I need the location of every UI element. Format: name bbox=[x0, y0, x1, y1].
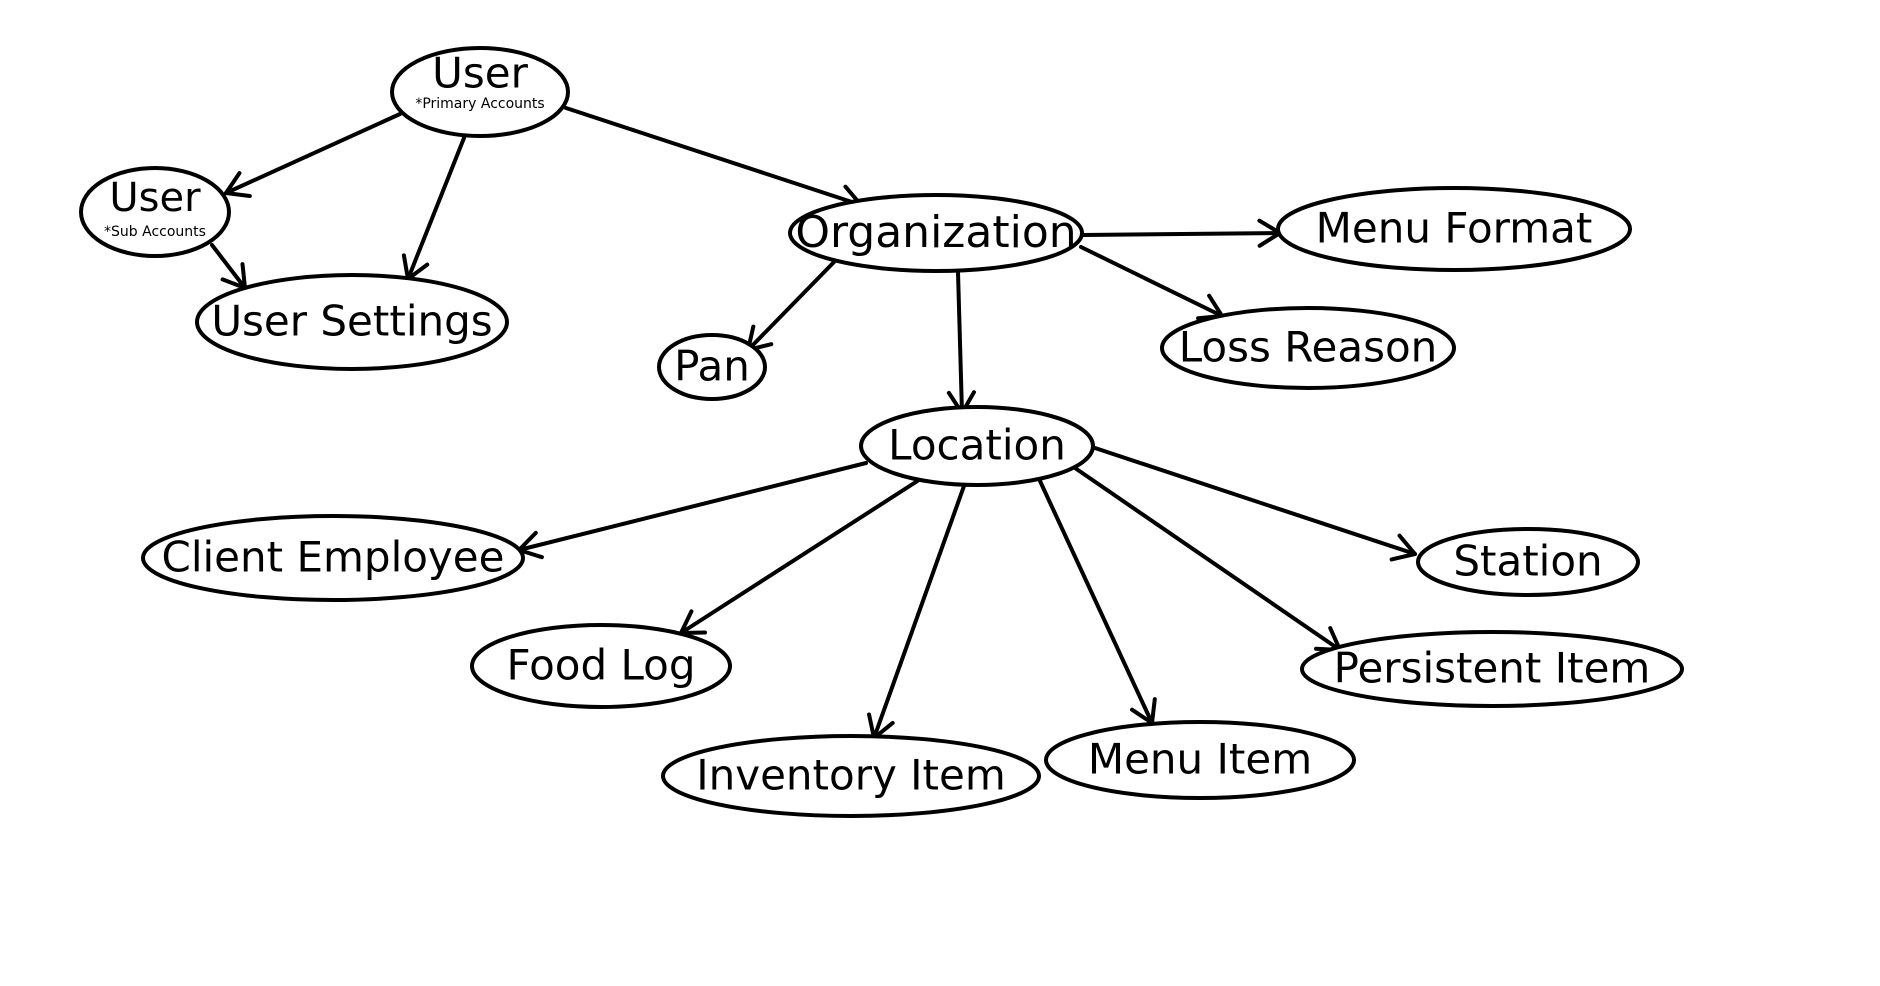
edge-line bbox=[564, 106, 863, 207]
node-ellipse bbox=[788, 193, 1084, 273]
edge-line bbox=[872, 484, 966, 740]
node-label: Organization bbox=[795, 207, 1076, 258]
edge-line bbox=[517, 461, 868, 552]
edge-line bbox=[746, 258, 838, 352]
node-ellipse bbox=[1300, 630, 1684, 708]
node-location: Location bbox=[859, 405, 1095, 487]
edge-line bbox=[956, 270, 964, 415]
edge-organization-to-menu-format bbox=[1081, 218, 1282, 248]
node-food-log: Food Log bbox=[470, 623, 732, 709]
node-ellipse bbox=[1276, 186, 1632, 272]
node-label: Inventory Item bbox=[696, 751, 1006, 800]
node-loss-reason: Loss Reason bbox=[1160, 306, 1456, 390]
node-label: Loss Reason bbox=[1179, 323, 1438, 372]
arrow-head bbox=[224, 171, 252, 198]
edge-location-to-menu-item bbox=[1038, 479, 1157, 725]
node-organization: Organization bbox=[788, 193, 1084, 273]
node-ellipse bbox=[859, 405, 1095, 487]
node-ellipse bbox=[390, 46, 570, 138]
edge-line bbox=[210, 243, 247, 290]
node-pan: Pan bbox=[657, 333, 767, 401]
node-persistent-item: Persistent Item bbox=[1300, 630, 1684, 708]
node-label: Client Employee bbox=[162, 533, 505, 582]
node-label: User bbox=[109, 175, 201, 221]
node-ellipse bbox=[1044, 720, 1356, 800]
node-inventory-item: Inventory Item bbox=[661, 734, 1041, 818]
node-label: Menu Item bbox=[1088, 735, 1312, 784]
node-client-employee: Client Employee bbox=[141, 514, 525, 602]
edge-organization-to-pan bbox=[746, 258, 838, 352]
edge-organization-to-location bbox=[946, 270, 976, 415]
node-ellipse bbox=[1160, 306, 1456, 390]
node-label: Station bbox=[1453, 537, 1602, 586]
edge-location-to-food-log bbox=[679, 478, 921, 635]
edge-user-primary-to-user-settings bbox=[401, 136, 466, 281]
node-user-primary: User*Primary Accounts bbox=[390, 46, 570, 138]
node-label: Persistent Item bbox=[1334, 644, 1651, 693]
edge-location-to-inventory-item bbox=[867, 484, 966, 740]
node-ellipse bbox=[470, 623, 732, 709]
node-sublabel: *Sub Accounts bbox=[104, 224, 206, 240]
node-label: Menu Format bbox=[1316, 204, 1593, 253]
edge-organization-to-loss-reason bbox=[1079, 245, 1224, 321]
node-ellipse bbox=[141, 514, 525, 602]
edge-location-to-persistent-item bbox=[1073, 466, 1342, 652]
node-label: Pan bbox=[674, 342, 750, 391]
edge-line bbox=[1073, 466, 1342, 652]
node-label: User Settings bbox=[211, 297, 492, 346]
edge-line bbox=[1081, 231, 1282, 237]
node-user-sub: User *Sub Accounts bbox=[79, 166, 231, 258]
edge-line bbox=[1038, 479, 1154, 725]
node-label: Food Log bbox=[506, 641, 695, 690]
edges-layer bbox=[210, 106, 1417, 740]
node-ellipse bbox=[1416, 527, 1640, 597]
node-sublabel: *Primary Accounts bbox=[415, 96, 544, 112]
node-menu-format: Menu Format bbox=[1276, 186, 1632, 272]
node-label: Location bbox=[888, 421, 1066, 470]
node-station: Station bbox=[1416, 527, 1640, 597]
edge-user-sub-to-user-settings bbox=[210, 243, 247, 290]
arrow-head bbox=[1389, 533, 1417, 562]
edge-line bbox=[224, 112, 402, 195]
node-ellipse bbox=[657, 333, 767, 401]
node-menu-item: Menu Item bbox=[1044, 720, 1356, 800]
node-ellipse bbox=[79, 166, 231, 258]
edge-line bbox=[406, 136, 466, 281]
edge-location-to-client-employee bbox=[517, 461, 868, 560]
edge-user-primary-to-user-sub bbox=[224, 112, 402, 198]
edge-line bbox=[1093, 446, 1417, 556]
node-ellipse bbox=[195, 273, 509, 371]
edge-line bbox=[679, 478, 921, 635]
node-label: User bbox=[432, 49, 528, 98]
node-user-settings: User Settings bbox=[195, 273, 509, 371]
edge-location-to-station bbox=[1093, 446, 1417, 562]
edge-line bbox=[1079, 245, 1224, 318]
edge-user-primary-to-organization bbox=[564, 106, 863, 213]
node-ellipse bbox=[661, 734, 1041, 818]
